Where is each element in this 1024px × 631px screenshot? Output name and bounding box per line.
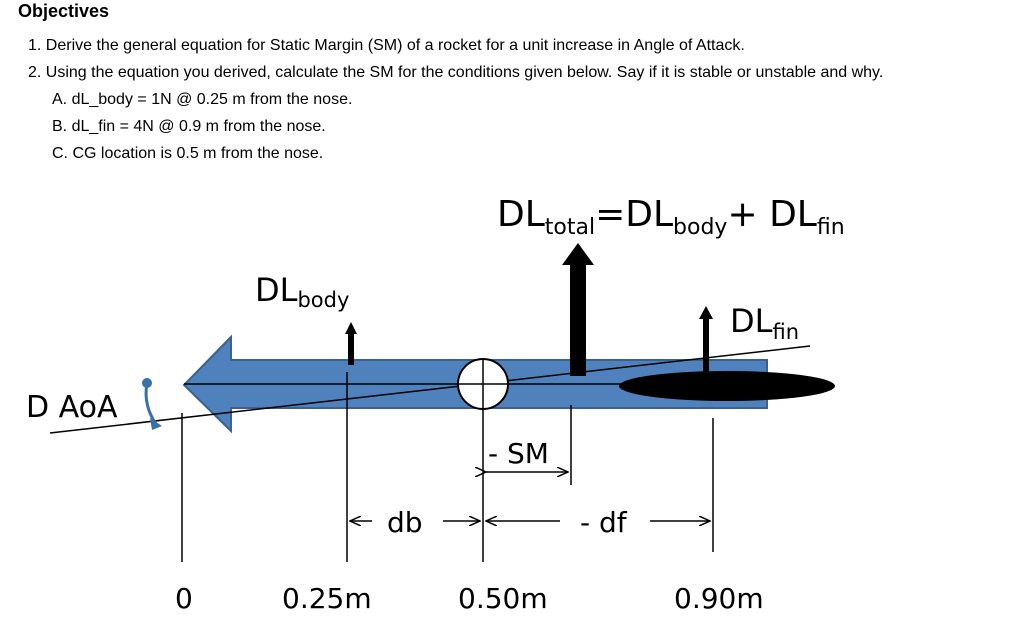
- dl-total-arrow: [562, 243, 594, 265]
- dl-body-label: DLbody: [255, 271, 349, 312]
- aoa-line: [49, 345, 811, 434]
- aoa-arc: [144, 382, 158, 425]
- position-label-025: 0.25m: [282, 582, 372, 615]
- objective-1: 1. Derive the general equation for Stati…: [28, 37, 745, 54]
- fin-ellipse: [619, 371, 835, 401]
- condition-b: B. dL_fin = 4N @ 0.9 m from the nose.: [52, 118, 326, 135]
- dl-fin-arrow: [699, 306, 713, 319]
- objective-2: 2. Using the equation you derived, calcu…: [28, 64, 884, 81]
- position-label-090: 0.90m: [674, 582, 764, 615]
- condition-c: C. CG location is 0.5 m from the nose.: [52, 145, 324, 162]
- df-label: - df: [580, 506, 628, 539]
- dl-fin-label: DLfin: [730, 302, 799, 344]
- dl-body-arrow: [345, 322, 357, 334]
- dl-total-equation: DLtotal=DLbody+ DLfin: [497, 194, 845, 240]
- position-label-050: 0.50m: [458, 582, 548, 615]
- condition-a: A. dL_body = 1N @ 0.25 m from the nose.: [52, 91, 353, 108]
- objectives-heading: Objectives: [18, 1, 110, 21]
- db-label: db: [387, 506, 423, 539]
- aoa-label: D AoA: [26, 390, 118, 425]
- sm-label: - SM: [488, 437, 549, 470]
- position-label-0: 0: [175, 582, 193, 615]
